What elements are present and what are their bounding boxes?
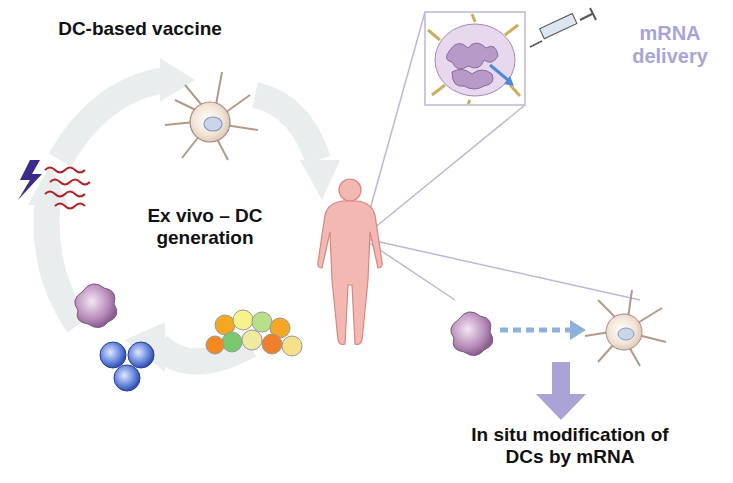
mature-dc — [585, 290, 666, 366]
lymph-node-inset — [425, 12, 525, 105]
pbmc-cells — [206, 310, 302, 356]
monocyte — [75, 284, 117, 328]
cycle-title: DC-based vaccine — [40, 18, 240, 40]
mrna-strands — [45, 168, 90, 209]
result-label: In situ modification of DCs by mRNA — [455, 424, 685, 468]
cycle-arrows — [47, 80, 318, 362]
electroporation-bolt — [18, 160, 42, 200]
blood-cells — [100, 342, 154, 391]
dendritic-cell — [165, 72, 258, 160]
dashed-arrow — [500, 320, 586, 340]
leader-lines — [362, 12, 640, 300]
cycle-arrowheads — [28, 58, 340, 372]
center-label: Ex vivo – DC generation — [135, 205, 275, 249]
immature-dc — [451, 312, 493, 356]
down-arrow — [536, 362, 586, 420]
delivery-label: mRNA delivery — [615, 22, 725, 68]
syringe — [530, 8, 596, 47]
human-figure — [318, 179, 382, 345]
